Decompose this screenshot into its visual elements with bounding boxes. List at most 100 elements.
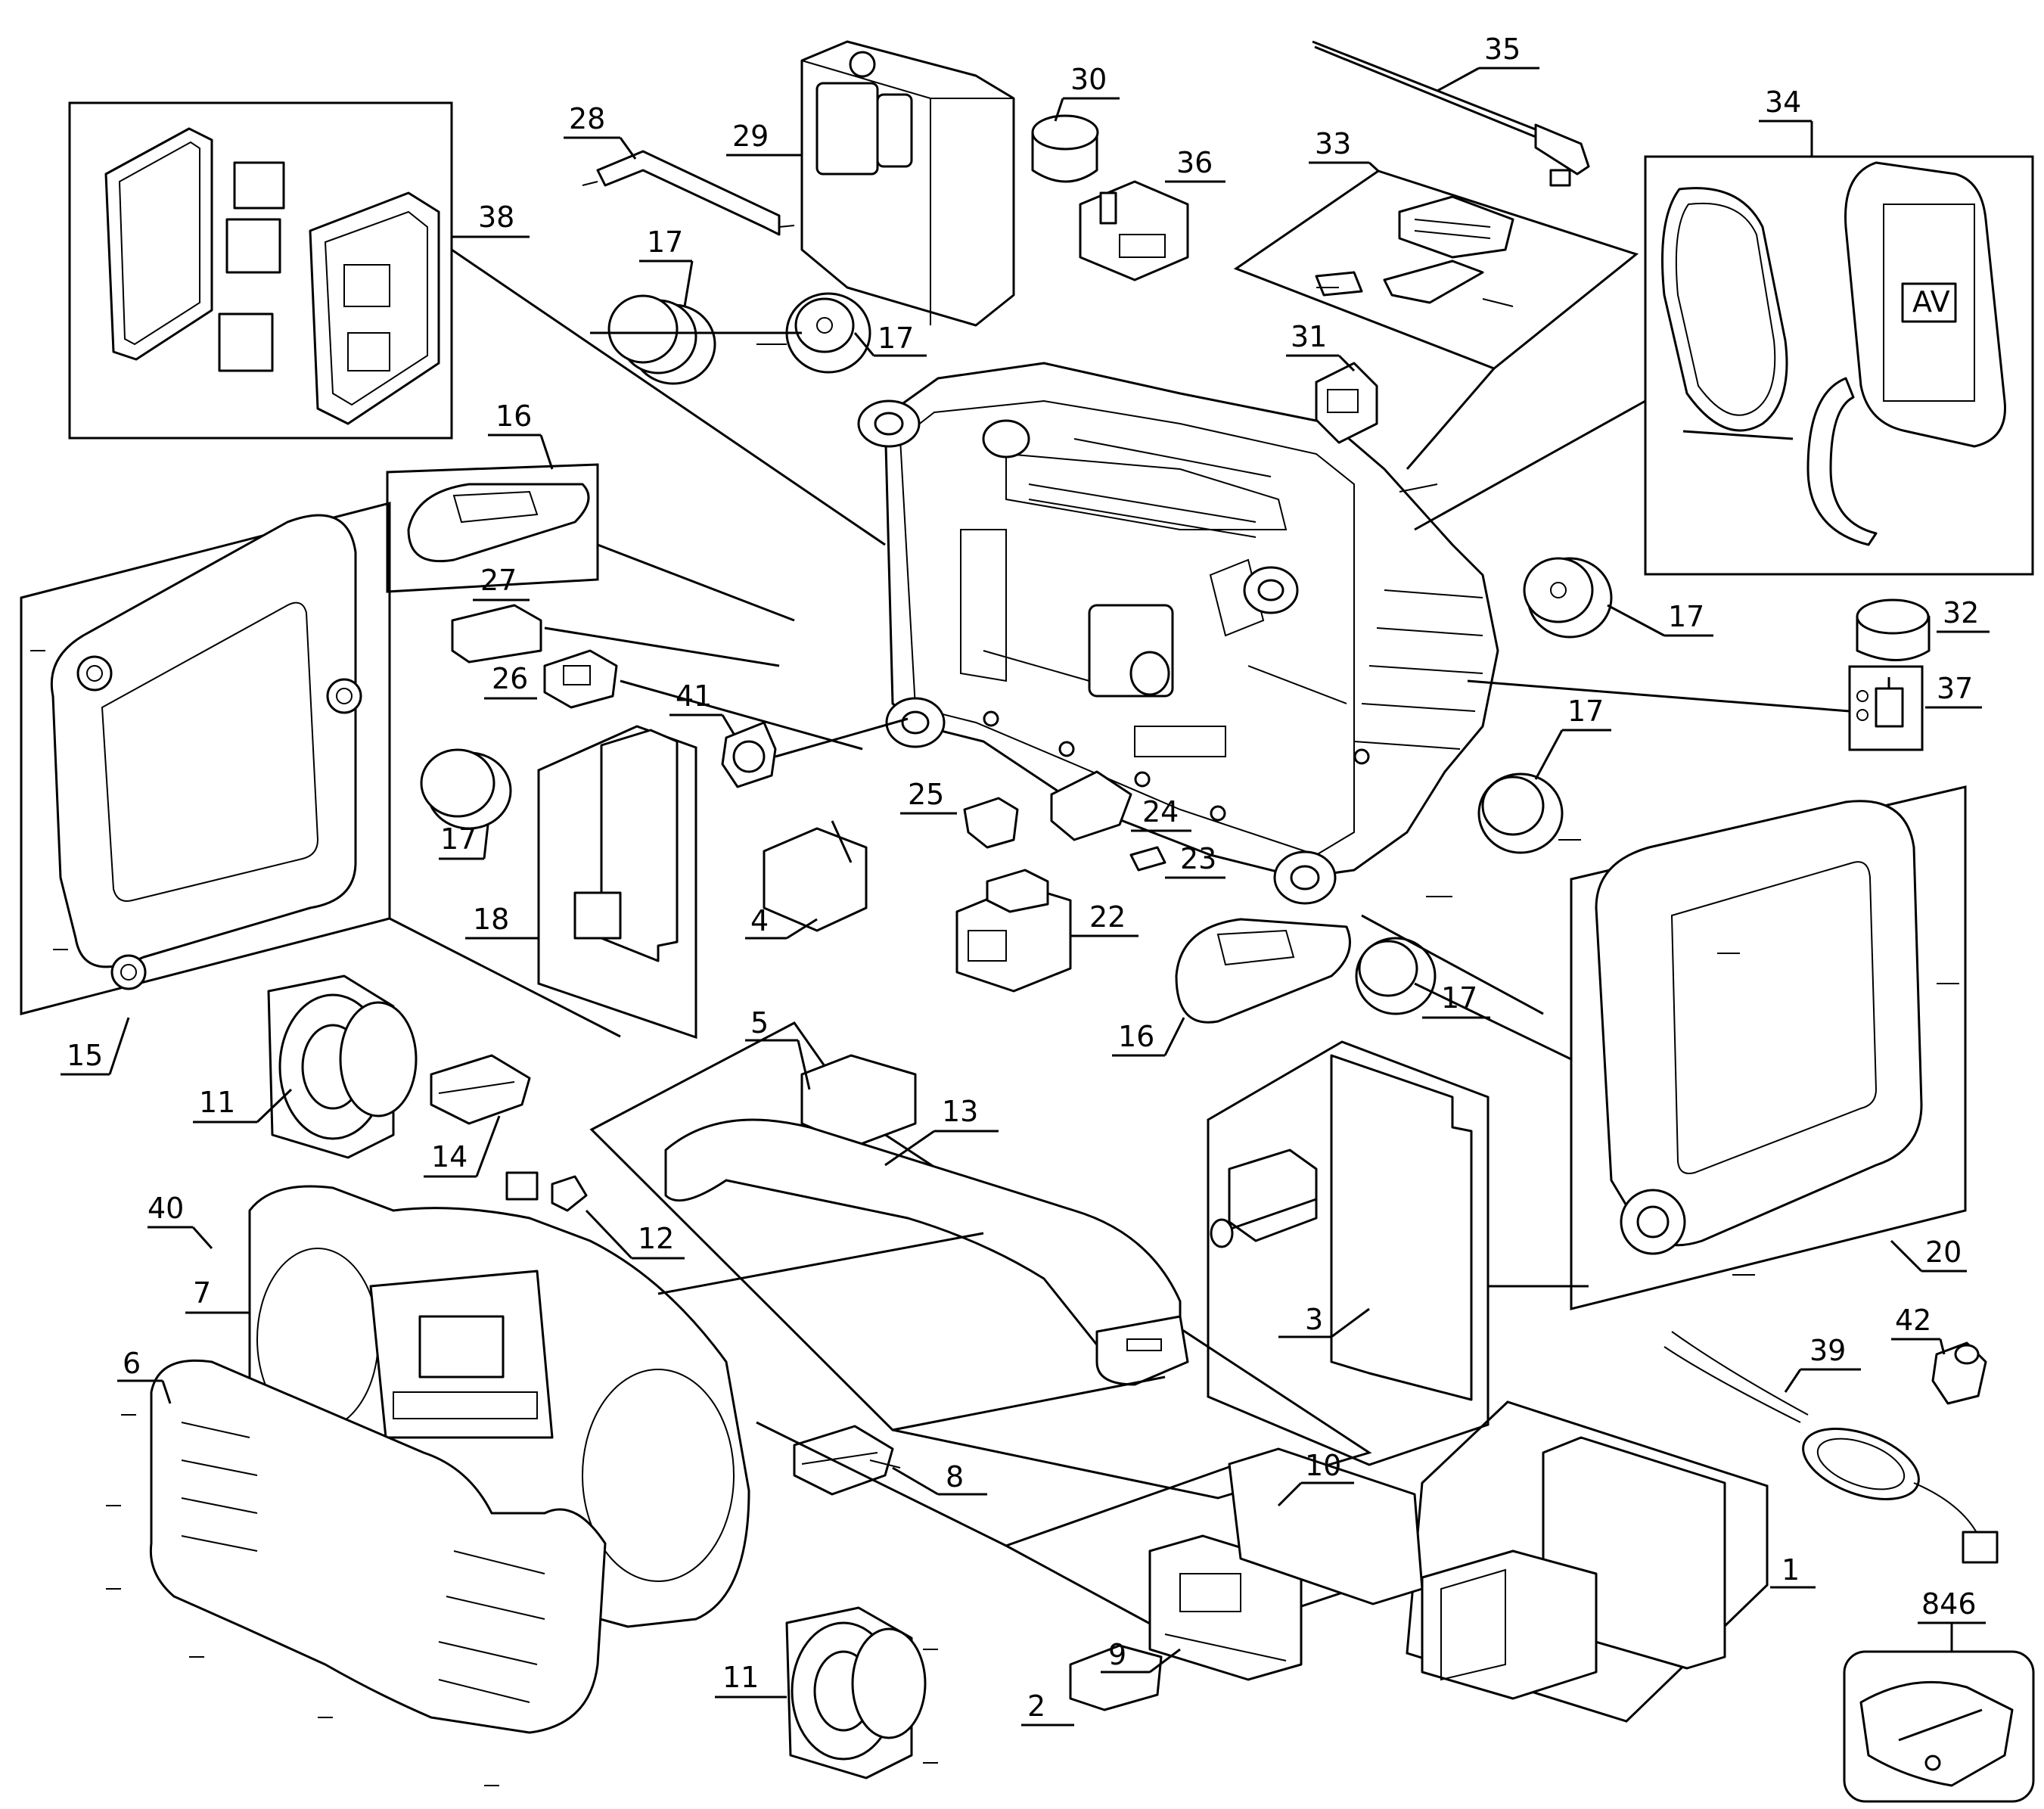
part-number-34: 34	[1765, 85, 1801, 119]
part-number-17-e: 17	[1567, 695, 1604, 728]
group-box-34	[1644, 155, 2034, 576]
part-6-grille	[149, 1359, 607, 1734]
part-number-36: 36	[1176, 146, 1213, 179]
part-number-38: 38	[478, 200, 514, 234]
part-number-2: 2	[1027, 1689, 1045, 1723]
group-box-16-top	[386, 463, 599, 593]
part-37-switch	[1856, 677, 1904, 728]
part-11-speaker-top	[267, 974, 418, 1159]
part-number-15: 15	[67, 1039, 103, 1072]
part-number-29: 29	[732, 120, 769, 153]
callout-3: 3	[1278, 1303, 1370, 1338]
callout-846: 846	[1918, 1587, 1986, 1652]
part-number-16-top: 16	[495, 399, 532, 433]
part-number-18: 18	[473, 903, 509, 936]
part-1-board	[1421, 1436, 1726, 1700]
part-41-speaker-small	[721, 721, 777, 788]
part-15-handle-frame	[50, 514, 362, 990]
part-number-9: 9	[1108, 1638, 1126, 1671]
badge-av-text: AV	[1912, 285, 1950, 319]
part-number-28: 28	[569, 102, 605, 135]
callout-13: 13	[884, 1095, 999, 1167]
part-12-switch	[505, 1171, 588, 1212]
part-16-foot-top	[407, 483, 590, 563]
group-box-846	[1843, 1650, 2035, 1803]
callout-5: 5	[745, 1006, 811, 1090]
callout-37: 37	[1925, 672, 1982, 709]
part-28-bracket	[596, 150, 781, 236]
part-17-bumper-f	[1355, 937, 1437, 1015]
part-32-knob	[1856, 598, 1931, 661]
callout-11a: 11	[193, 1086, 293, 1124]
callout-38: 38	[452, 200, 530, 238]
callout-8: 8	[892, 1460, 987, 1496]
part-number-13: 13	[942, 1095, 978, 1128]
rear-housing	[857, 362, 1499, 905]
callout-17b: 17	[853, 322, 927, 357]
callout-17a: 17	[639, 225, 694, 307]
callout-29: 29	[726, 120, 802, 157]
callout-18: 18	[465, 903, 539, 940]
part-2-lens	[1069, 1644, 1163, 1711]
callout-26: 26	[484, 662, 537, 700]
part-number-37: 37	[1937, 672, 1973, 705]
callout-27: 27	[473, 564, 530, 601]
part-17-bumper-e	[1477, 772, 1564, 854]
callout-11b: 11	[715, 1661, 787, 1699]
part-number-42: 42	[1895, 1304, 1931, 1337]
part-11-speaker-bottom	[785, 1606, 927, 1779]
part-number-27: 27	[480, 564, 517, 597]
leader-lines	[389, 248, 1850, 1547]
part-8-handle-cap	[793, 1425, 894, 1496]
group-box-1	[1406, 1400, 1769, 1723]
part-13-carry-handle	[664, 1118, 1189, 1386]
part-number-35: 35	[1484, 33, 1521, 66]
part-20-handle-frame	[1595, 800, 1923, 1255]
part-number-14: 14	[431, 1140, 468, 1173]
part-34-rear-cover: AV	[1661, 161, 2006, 546]
part-number-30: 30	[1070, 63, 1107, 96]
part-29-charger-box	[800, 40, 1015, 327]
part-number-22: 22	[1089, 900, 1126, 934]
part-number-7: 7	[193, 1276, 211, 1310]
callout-4: 4	[745, 904, 818, 940]
part-number-17-a: 17	[647, 225, 683, 259]
callout-20: 20	[1890, 1236, 1967, 1273]
callout-16a: 16	[488, 399, 554, 470]
group-box-33	[1233, 169, 1639, 370]
callout-41: 41	[669, 679, 735, 735]
callout-15: 15	[61, 1017, 130, 1076]
part-17-bumper-d	[1523, 557, 1613, 639]
part-number-16-bottom: 16	[1118, 1020, 1154, 1053]
part-number-32: 32	[1943, 596, 1979, 629]
part-number-40: 40	[148, 1192, 184, 1225]
part-number-10: 10	[1305, 1449, 1341, 1482]
callout-7: 7	[185, 1276, 250, 1314]
part-4-board	[763, 820, 868, 932]
part-17-bumper-c	[420, 748, 512, 830]
part-30-knob	[1031, 114, 1099, 183]
part-number-33: 33	[1315, 127, 1351, 160]
callout-42: 42	[1891, 1304, 1946, 1355]
callout-14: 14	[424, 1115, 501, 1178]
screws	[30, 181, 1959, 1786]
part-number-4: 4	[750, 904, 769, 937]
callout-17f: 17	[1422, 981, 1490, 1019]
part-number-25: 25	[908, 778, 944, 811]
part-5-board	[800, 1054, 917, 1148]
callout-25: 25	[900, 778, 957, 815]
part-number-31: 31	[1291, 320, 1327, 353]
part-27-plate	[451, 604, 542, 664]
part-number-17-c: 17	[440, 822, 477, 856]
part-number-39: 39	[1809, 1334, 1846, 1367]
callout-32: 32	[1937, 596, 1990, 633]
part-number-3: 3	[1305, 1303, 1323, 1336]
callout-23: 23	[1165, 842, 1225, 879]
part-23-clip	[1129, 846, 1166, 872]
callout-39: 39	[1784, 1334, 1861, 1393]
part-14-handle-cap	[430, 1054, 531, 1125]
part-17-bumper-a	[607, 294, 716, 385]
part-number-23: 23	[1180, 842, 1216, 875]
callout-28: 28	[564, 102, 637, 160]
